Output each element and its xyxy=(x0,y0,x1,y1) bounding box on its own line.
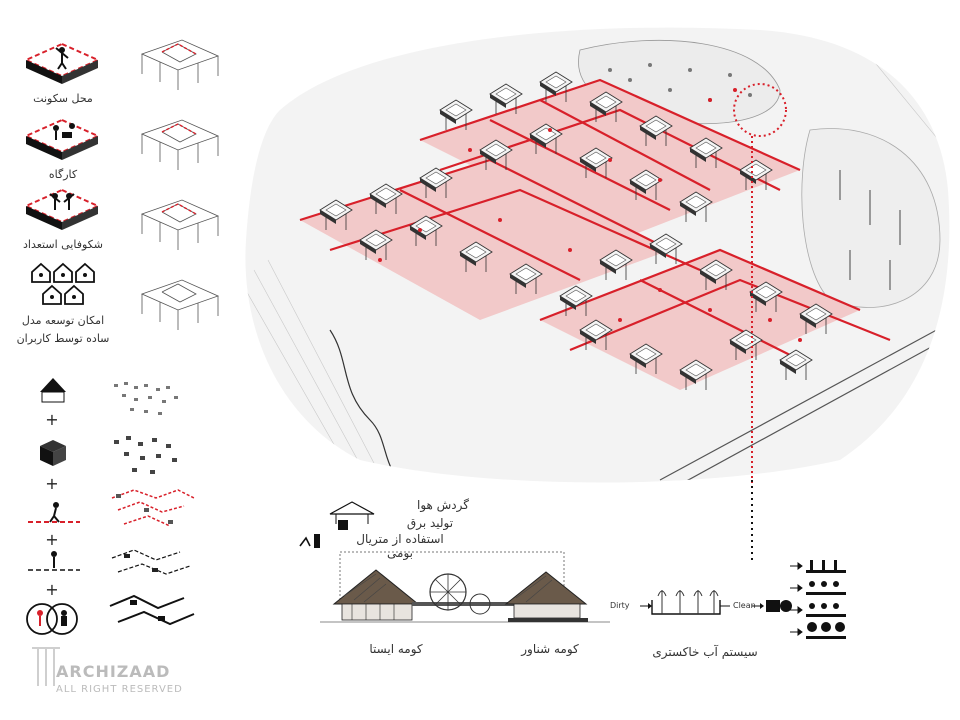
label-floating-hut: کومه شناور xyxy=(521,642,579,656)
hut-axon-icon xyxy=(40,378,66,403)
plus-sign: + xyxy=(45,530,59,549)
greywater-diagram xyxy=(640,590,792,615)
irrigation-outputs xyxy=(790,560,846,639)
standing-figure-line-icon xyxy=(28,551,80,571)
talent-icon xyxy=(22,182,102,238)
masterplan-axonometric xyxy=(245,27,950,490)
legend-label-develop-1: امکان توسعه مدل xyxy=(21,314,105,327)
sustainability-icons xyxy=(299,501,375,548)
hut-section-elevation xyxy=(320,551,610,623)
residence-icon xyxy=(22,36,102,92)
leader-line-dotted xyxy=(751,480,753,560)
box-axon-icon xyxy=(40,440,66,466)
watermark-rights: ALL RIGHT RESERVED xyxy=(56,684,183,695)
legend-label-talent: شکوفایی استعداد xyxy=(23,238,103,251)
legend-label-develop-2: ساده توسط کاربران xyxy=(16,332,110,345)
plus-sign: + xyxy=(45,580,59,599)
walking-path-icon xyxy=(28,502,80,523)
label-power-generation: تولید برق xyxy=(406,516,454,530)
label-greywater-system: سیستم آب خاکستری xyxy=(652,645,758,659)
label-clean: Clean xyxy=(733,601,756,610)
houses-users-icon xyxy=(30,262,96,308)
label-air-circulation: گردش هوا xyxy=(416,498,469,512)
label-local-material: استفاده از متریال بومی xyxy=(356,532,444,560)
community-circles-icon xyxy=(26,603,78,635)
label-static-hut: کومه ایستا xyxy=(369,642,423,656)
cluster-growth-diagrams xyxy=(109,382,195,626)
plus-sign: + xyxy=(45,410,59,429)
archizaad-logo-icon xyxy=(32,647,60,686)
legend-label-residence: محل سکونت xyxy=(33,92,93,105)
plus-sign: + xyxy=(45,474,59,493)
label-dirty: Dirty xyxy=(610,601,630,610)
axon-sketch-column xyxy=(140,39,220,331)
legend-label-workshop: کارگاه xyxy=(48,168,78,181)
workshop-icon xyxy=(22,112,102,168)
watermark-brand: ARCHIZAAD xyxy=(56,662,171,681)
